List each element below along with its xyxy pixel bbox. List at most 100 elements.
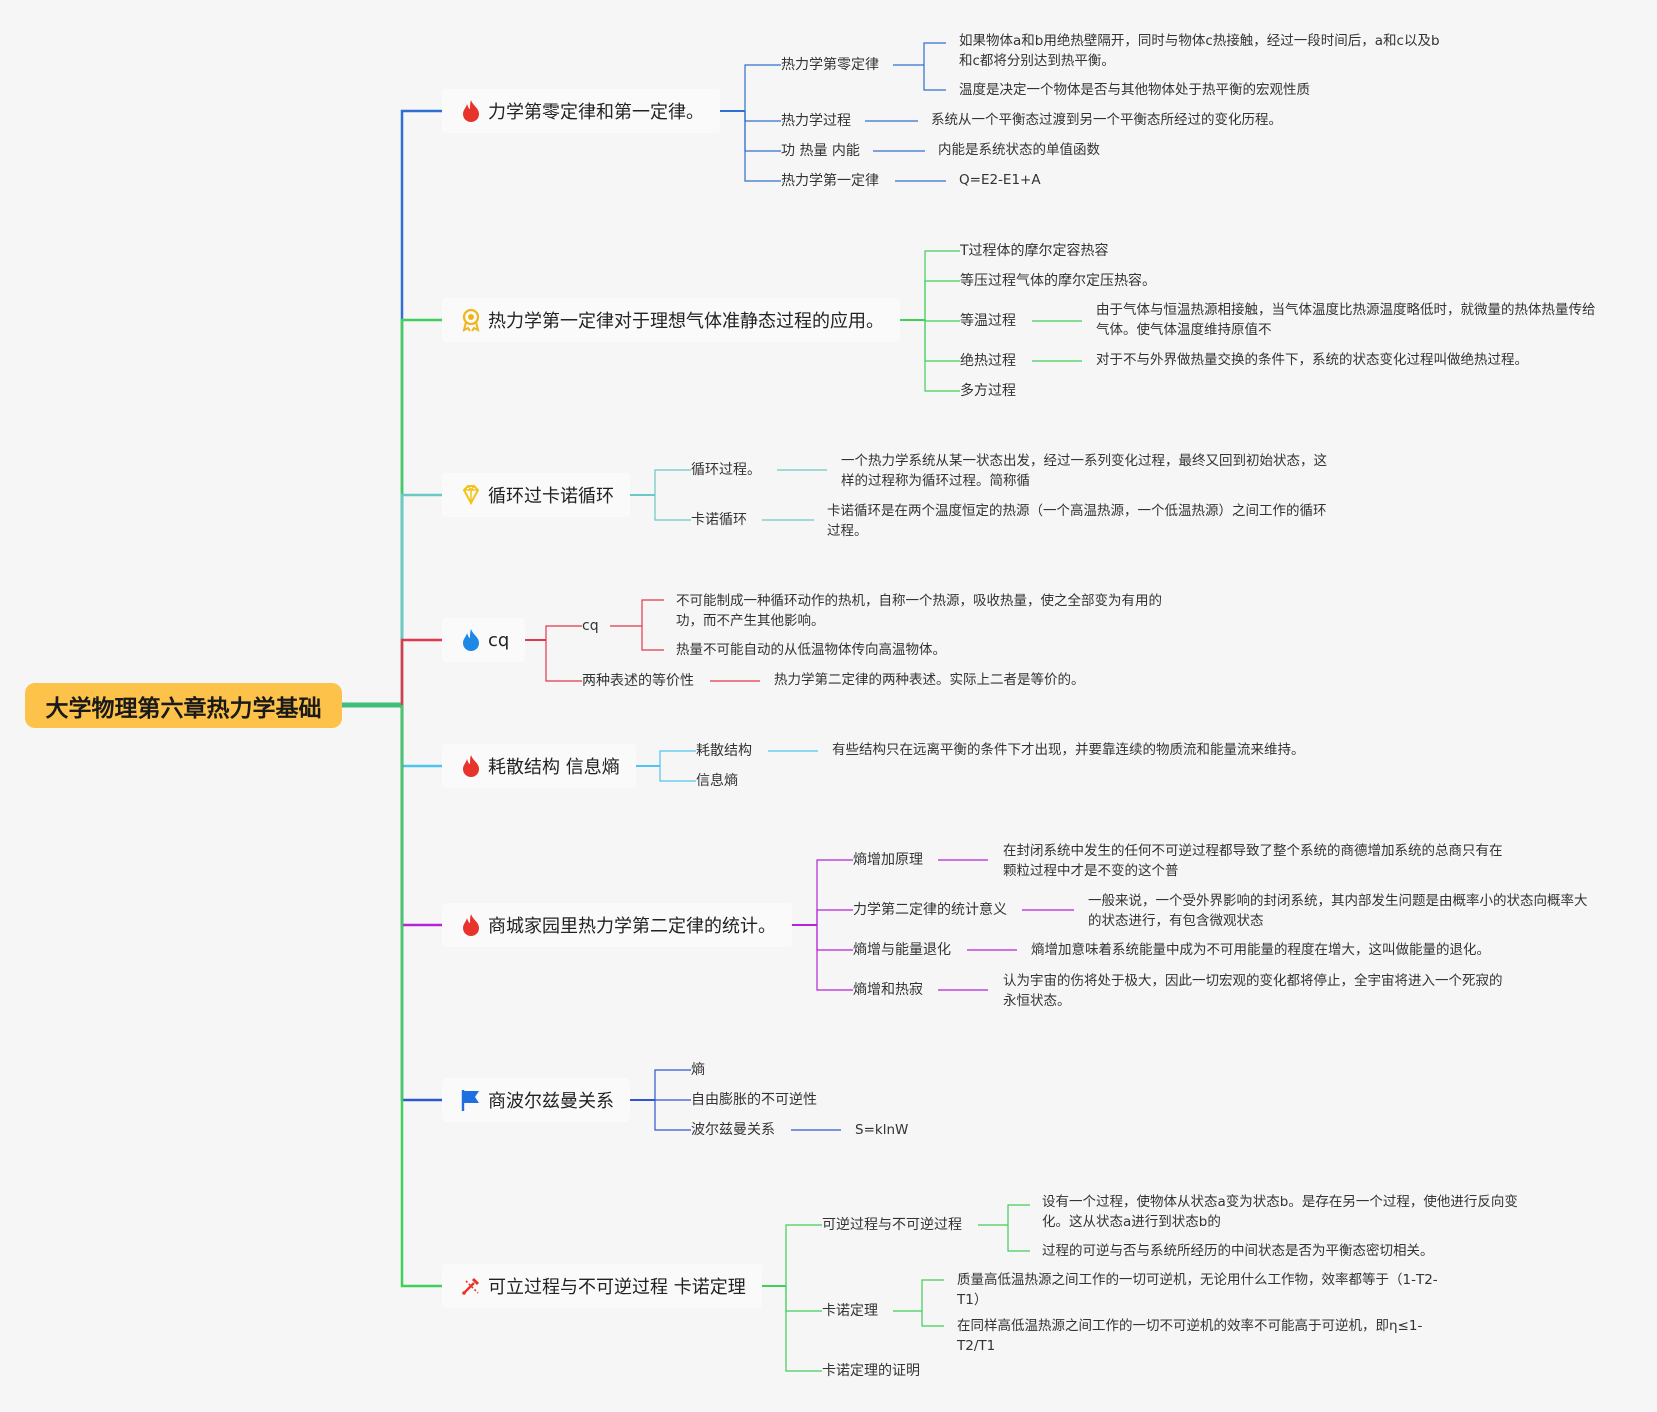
branch-label: 商城家园里热力学第二定律的统计。	[488, 916, 776, 937]
subtopic[interactable]: 波尔兹曼关系	[691, 1122, 775, 1138]
detail-note: 热力学第二定律的两种表述。实际上二者是等价的。	[774, 672, 1085, 688]
sub-connector	[785, 1224, 822, 1286]
branch-connector	[400, 705, 442, 927]
subtopic[interactable]: 卡诺定理的证明	[822, 1363, 920, 1379]
root-topic[interactable]: 大学物理第六章热力学基础	[25, 683, 342, 728]
detail-note: 在封闭系统中发生的任何不可逆过程都导致了整个系统的商德增加系统的总商只有在颗粒过…	[1003, 843, 1503, 879]
sub-connector	[785, 1286, 822, 1312]
detail-note: S=klnW	[855, 1122, 909, 1138]
detail-connector	[921, 1311, 944, 1327]
branch-topic[interactable]: 力学第零定律和第一定律。	[442, 89, 720, 133]
detail-note: 温度是决定一个物体是否与其他物体处于热平衡的宏观性质	[959, 82, 1310, 98]
detail-note: Q=E2-E1+A	[959, 172, 1041, 188]
sub-connector	[654, 469, 691, 495]
sub-connector	[816, 909, 853, 925]
branch-connector	[400, 109, 442, 705]
detail-connector	[641, 626, 664, 651]
sub-connector	[785, 1286, 822, 1372]
detail-note: 熵增加意味着系统能量中成为不可用能量的程度在增大，这叫做能量的退化。	[1031, 942, 1490, 958]
subtopic[interactable]: 熵增与能量退化	[853, 942, 951, 958]
diamond-icon	[458, 482, 484, 508]
branch-label: 循环过卡诺循环	[488, 486, 614, 507]
flame-icon	[458, 753, 484, 779]
subtopic[interactable]: 多方过程	[960, 383, 1016, 399]
detail-note: 由于气体与恒温热源相接触，当气体温度比热源温度略低时，就微量的热体热量传给气体。…	[1096, 302, 1596, 338]
branch-topic[interactable]: cq	[442, 618, 526, 662]
subtopic[interactable]: 卡诺定理	[822, 1303, 878, 1319]
sub-connector	[924, 250, 960, 320]
sub-connector	[659, 766, 696, 782]
branch-label: 力学第零定律和第一定律。	[488, 102, 704, 123]
branch-topic[interactable]: 热力学第一定律对于理想气体准静态过程的应用。	[442, 298, 900, 342]
subtopic[interactable]: cq	[582, 618, 599, 634]
subtopic[interactable]: 熵增和热寂	[853, 982, 923, 998]
sub-connector	[744, 111, 781, 122]
subtopic[interactable]: 两种表述的等价性	[582, 673, 694, 689]
flame-icon	[458, 98, 484, 124]
detail-note: 过程的可逆与否与系统所经历的中间状态是否为平衡态密切相关。	[1042, 1243, 1434, 1259]
sub-connector	[654, 1100, 691, 1131]
detail-connector	[641, 599, 664, 626]
branch-connector	[400, 705, 442, 1288]
sub-connector	[924, 320, 960, 322]
branch-topic[interactable]: 可立过程与不可逆过程 卡诺定理	[442, 1264, 762, 1308]
subtopic[interactable]: 耗散结构	[696, 743, 752, 759]
detail-note: 在同样高低温热源之间工作的一切不可逆机的效率不可能高于可逆机，即η≤1-T2/T…	[957, 1318, 1423, 1354]
sub-connector	[816, 925, 853, 991]
detail-note: 设有一个过程，使物体从状态a变为状态b。是存在另一个过程，使他进行反向变化。这从…	[1042, 1194, 1518, 1230]
subtopic[interactable]: 热力学第一定律	[781, 173, 879, 189]
branch-connector	[400, 705, 442, 768]
sub-connector	[924, 320, 960, 362]
branch-topic[interactable]: 循环过卡诺循环	[442, 473, 630, 517]
detail-note: 对于不与外界做热量交换的条件下，系统的状态变化过程叫做绝热过程。	[1096, 352, 1528, 368]
branch-topic[interactable]: 商城家园里热力学第二定律的统计。	[442, 903, 792, 947]
subtopic[interactable]: 可逆过程与不可逆过程	[822, 1217, 962, 1233]
flame-icon	[458, 627, 484, 653]
branch-topic[interactable]: 耗散结构 信息熵	[442, 744, 636, 788]
detail-note: 热量不可能自动的从低温物体传向高温物体。	[676, 642, 946, 658]
sub-connector	[924, 280, 960, 320]
sub-connector	[654, 495, 691, 521]
subtopic[interactable]: 自由膨胀的不可逆性	[691, 1092, 817, 1108]
detail-note: 一个热力学系统从某一状态出发，经过一系列变化过程，最终又回到初始状态，这样的过程…	[841, 453, 1327, 489]
subtopic[interactable]: 卡诺循环	[691, 512, 747, 528]
subtopic[interactable]: 循环过程。	[691, 462, 761, 478]
branch-connector	[400, 638, 442, 705]
subtopic[interactable]: 信息熵	[696, 773, 738, 789]
detail-connector	[923, 42, 946, 65]
branch-label: 商波尔兹曼关系	[488, 1091, 614, 1112]
subtopic[interactable]: 熵	[691, 1062, 705, 1078]
tools-icon	[458, 1273, 484, 1299]
subtopic[interactable]: 热力学第零定律	[781, 57, 879, 73]
sub-connector	[924, 320, 960, 392]
detail-note: 认为宇宙的伤将处于极大，因此一切宏观的变化都将停止，全宇宙将进入一个死寂的永恒状…	[1003, 973, 1503, 1009]
subtopic[interactable]: 等压过程气体的摩尔定压热容。	[960, 273, 1156, 289]
subtopic[interactable]: 等温过程	[960, 313, 1016, 329]
subtopic[interactable]: 力学第二定律的统计意义	[853, 902, 1007, 918]
detail-connector	[1007, 1204, 1030, 1225]
detail-note: 一般来说，一个受外界影响的封闭系统，其内部发生问题是由概率小的状态向概率大的状态…	[1088, 893, 1588, 929]
branch-connector	[400, 705, 442, 1102]
branch-connector	[400, 493, 442, 705]
sub-connector	[744, 111, 781, 182]
sub-connector	[545, 640, 582, 682]
subtopic[interactable]: T过程体的摩尔定容热容	[960, 243, 1109, 259]
flag-icon	[458, 1087, 484, 1113]
detail-connector	[923, 65, 946, 91]
detail-note: 如果物体a和b用绝热壁隔开，同时与物体c热接触，经过一段时间后，a和c以及b和c…	[959, 33, 1440, 69]
sub-connector	[654, 1069, 691, 1100]
detail-connector	[1007, 1225, 1030, 1252]
detail-note: 内能是系统状态的单值函数	[938, 142, 1100, 158]
branch-topic[interactable]: 商波尔兹曼关系	[442, 1078, 630, 1122]
branch-label: 耗散结构 信息熵	[488, 757, 620, 778]
detail-connector	[921, 1279, 944, 1311]
subtopic[interactable]: 功 热量 内能	[781, 143, 860, 159]
subtopic[interactable]: 热力学过程	[781, 113, 851, 129]
root-topic-label: 大学物理第六章热力学基础	[45, 695, 322, 722]
flame-icon	[458, 912, 484, 938]
subtopic[interactable]: 绝热过程	[960, 353, 1016, 369]
subtopic[interactable]: 熵增加原理	[853, 852, 923, 868]
detail-note: 不可能制成一种循环动作的热机，自称一个热源，吸收热量，使之全部变为有用的功，而不…	[676, 593, 1162, 629]
